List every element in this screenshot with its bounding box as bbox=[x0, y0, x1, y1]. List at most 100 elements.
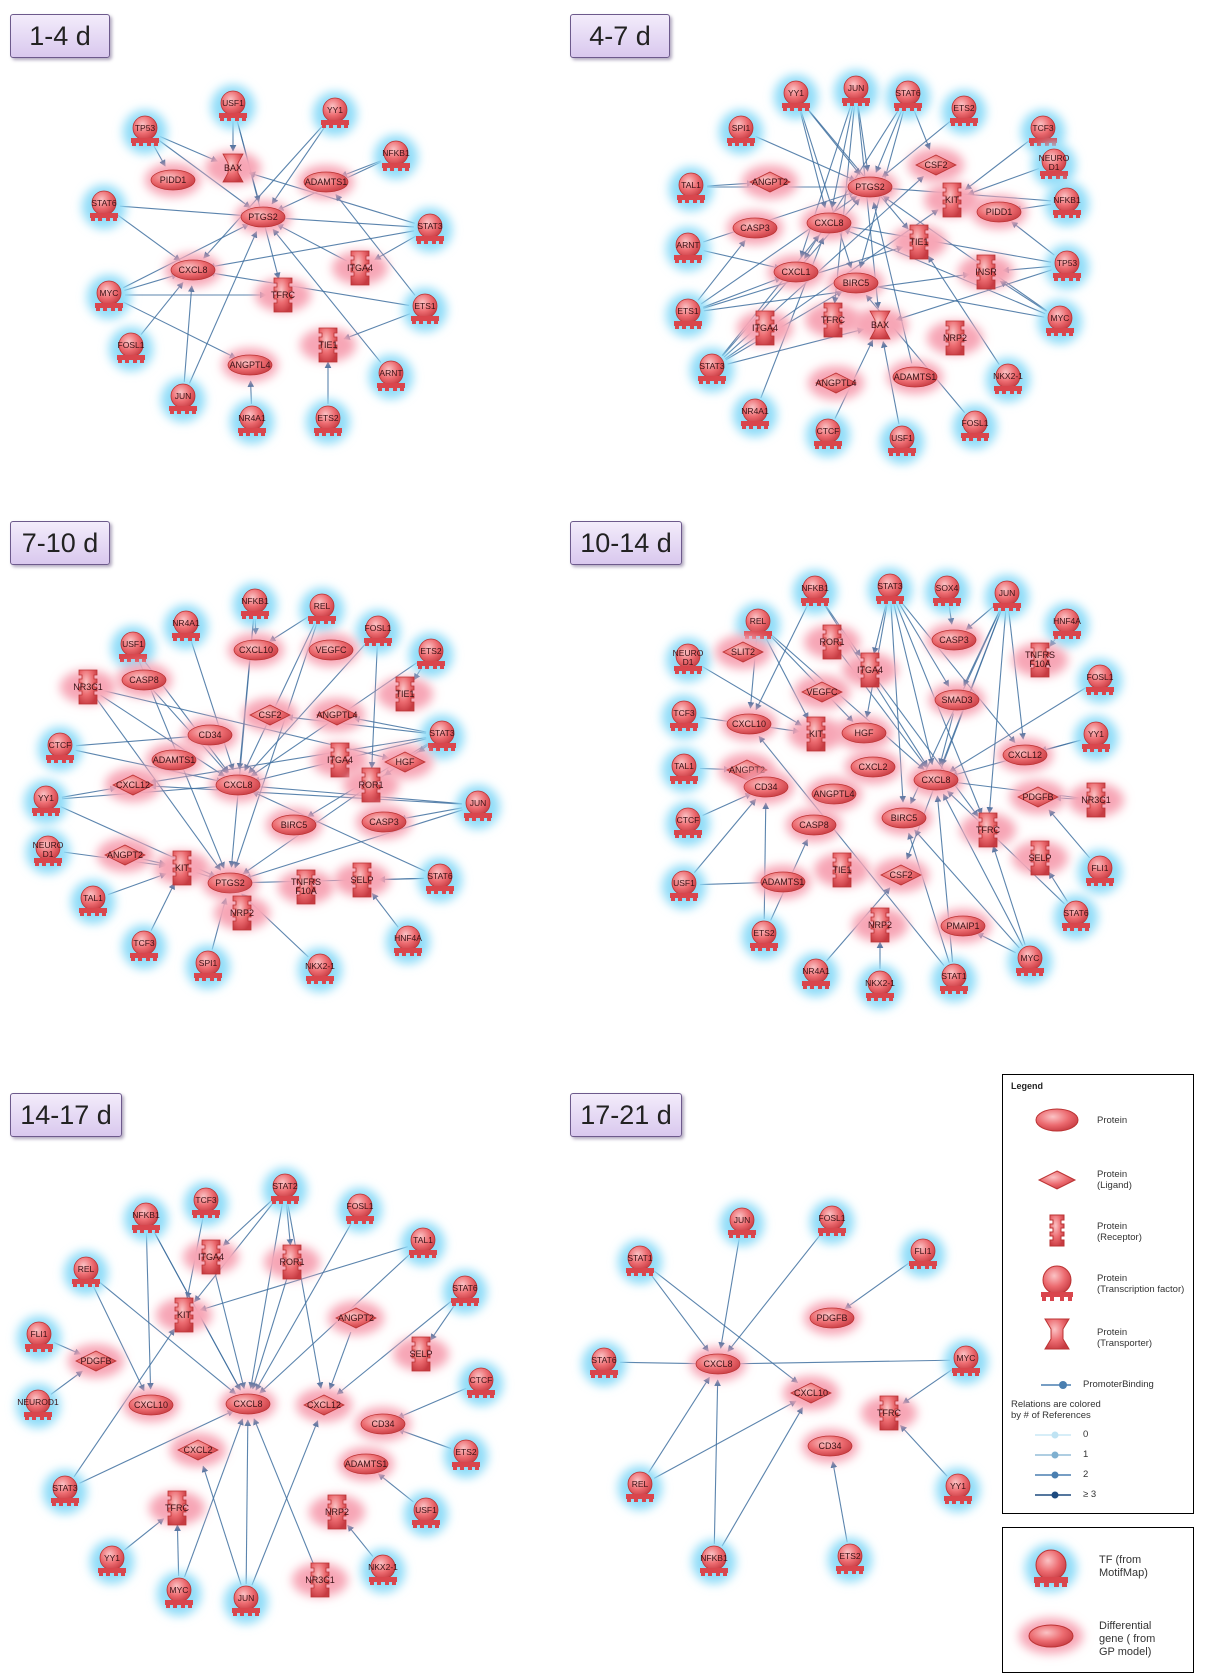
node-itga4[interactable]: ITGA4 bbox=[842, 652, 898, 688]
node-angptl4[interactable]: ANGPTL4 bbox=[806, 777, 862, 811]
node-csf2[interactable]: CSF2 bbox=[242, 698, 298, 732]
node-bax[interactable]: BAX bbox=[852, 308, 908, 342]
node-casp8[interactable]: CASP8 bbox=[786, 808, 842, 842]
node-jun[interactable]: JUN bbox=[834, 70, 878, 114]
node-nr4a1[interactable]: NR4A1 bbox=[733, 393, 777, 437]
node-adamts1[interactable]: ADAMTS1 bbox=[887, 360, 943, 394]
node-nkx2-1[interactable]: NKX2-1 bbox=[361, 1549, 405, 1593]
node-fosl1[interactable]: FOSL1 bbox=[810, 1200, 854, 1244]
node-nfkb1[interactable]: NFKB1 bbox=[692, 1540, 736, 1584]
node-yy1[interactable]: YY1 bbox=[774, 75, 818, 119]
node-selp[interactable]: SELP bbox=[1012, 840, 1068, 876]
node-birc5[interactable]: BIRC5 bbox=[876, 801, 932, 835]
node-stat3[interactable]: STAT3 bbox=[868, 568, 912, 612]
node-fosl1[interactable]: FOSL1 bbox=[338, 1188, 382, 1232]
node-cxcl10[interactable]: CXCL10 bbox=[783, 1376, 839, 1410]
node-stat1[interactable]: STAT1 bbox=[932, 958, 976, 1002]
node-tal1[interactable]: TAL1 bbox=[71, 880, 115, 924]
node-stat6[interactable]: STAT6 bbox=[582, 1342, 626, 1386]
node-cd34[interactable]: CD34 bbox=[738, 770, 794, 804]
node-ets1[interactable]: ETS1 bbox=[666, 293, 710, 337]
node-cxcl10[interactable]: CXCL10 bbox=[123, 1388, 179, 1422]
node-hgf[interactable]: HGF bbox=[836, 716, 892, 750]
node-casp8[interactable]: CASP8 bbox=[116, 663, 172, 697]
node-pmaip1[interactable]: PMAIP1 bbox=[935, 909, 991, 943]
node-pdgfb[interactable]: PDGFB bbox=[804, 1301, 860, 1335]
node-nr4a1[interactable]: NR4A1 bbox=[794, 953, 838, 997]
node-nkx2-1[interactable]: NKX2-1 bbox=[858, 965, 902, 1009]
node-vegfc[interactable]: VEGFC bbox=[794, 675, 850, 709]
node-nr4a1[interactable]: NR4A1 bbox=[230, 400, 274, 444]
node-jun[interactable]: JUN bbox=[456, 785, 500, 829]
node-adamts1[interactable]: ADAMTS1 bbox=[146, 743, 202, 777]
node-ets2[interactable]: ETS2 bbox=[409, 633, 453, 677]
node-angptl4[interactable]: ANGPTL4 bbox=[309, 698, 365, 732]
node-itga4[interactable]: ITGA4 bbox=[332, 250, 388, 286]
node-yy1[interactable]: YY1 bbox=[1074, 716, 1118, 760]
node-cxcl8[interactable]: CXCL8 bbox=[220, 1387, 276, 1421]
node-nfkb1[interactable]: NFKB1 bbox=[793, 570, 837, 614]
node-stat3[interactable]: STAT3 bbox=[690, 348, 734, 392]
node-kit[interactable]: KIT bbox=[924, 182, 980, 218]
node-tie1[interactable]: TIE1 bbox=[300, 327, 356, 363]
node-tie1[interactable]: TIE1 bbox=[814, 852, 870, 888]
node-stat3[interactable]: STAT3 bbox=[43, 1470, 87, 1514]
node-tal1[interactable]: TAL1 bbox=[401, 1222, 445, 1266]
node-selp[interactable]: SELP bbox=[334, 862, 390, 898]
node-tie1[interactable]: TIE1 bbox=[377, 676, 433, 712]
node-nrp2[interactable]: NRP2 bbox=[927, 320, 983, 356]
node-stat3[interactable]: STAT3 bbox=[420, 715, 464, 759]
node-casp3[interactable]: CASP3 bbox=[356, 805, 412, 839]
node-stat6[interactable]: STAT6 bbox=[82, 185, 126, 229]
node-angpt2[interactable]: ANGPT2 bbox=[97, 838, 153, 872]
node-rel[interactable]: REL bbox=[64, 1251, 108, 1295]
node-neuro-d1[interactable]: NEUROD1 bbox=[26, 830, 70, 874]
node-fosl1[interactable]: FOSL1 bbox=[1078, 659, 1122, 703]
node-tal1[interactable]: TAL1 bbox=[662, 748, 706, 792]
node-stat6[interactable]: STAT6 bbox=[443, 1270, 487, 1314]
node-ets2[interactable]: ETS2 bbox=[742, 915, 786, 959]
node-spi1[interactable]: SPI1 bbox=[186, 945, 230, 989]
node-itga4[interactable]: ITGA4 bbox=[737, 310, 793, 346]
node-csf2[interactable]: CSF2 bbox=[908, 148, 964, 182]
node-ptgs2[interactable]: PTGS2 bbox=[202, 866, 258, 900]
node-rel[interactable]: REL bbox=[618, 1466, 662, 1510]
node-angptl4[interactable]: ANGPTL4 bbox=[808, 366, 864, 400]
node-ets2[interactable]: ETS2 bbox=[828, 1538, 872, 1582]
node-casp3[interactable]: CASP3 bbox=[926, 623, 982, 657]
node-ror1[interactable]: ROR1 bbox=[343, 767, 399, 803]
node-nfkb1[interactable]: NFKB1 bbox=[124, 1197, 168, 1241]
node-stat6[interactable]: STAT6 bbox=[886, 75, 930, 119]
node-bax[interactable]: BAX bbox=[205, 151, 261, 185]
node-cxcl1[interactable]: CXCL1 bbox=[768, 255, 824, 289]
node-usf1[interactable]: USF1 bbox=[880, 420, 924, 464]
node-pdgfb[interactable]: PDGFB bbox=[68, 1344, 124, 1378]
node-selp[interactable]: SELP bbox=[393, 1336, 449, 1372]
node-adamts1[interactable]: ADAMTS1 bbox=[338, 1447, 394, 1481]
node-tal1[interactable]: TAL1 bbox=[669, 167, 713, 211]
node-angpt2[interactable]: ANGPT2 bbox=[742, 165, 798, 199]
node-tfrc[interactable]: TFRC bbox=[805, 302, 861, 338]
node-tcf3[interactable]: TCF3 bbox=[122, 925, 166, 969]
node-arnt[interactable]: ARNT bbox=[666, 227, 710, 271]
node-neuro-d1[interactable]: NEUROD1 bbox=[666, 638, 710, 682]
node-slit2[interactable]: SLIT2 bbox=[715, 635, 771, 669]
node-angptl4[interactable]: ANGPTL4 bbox=[222, 348, 278, 382]
node-arnt[interactable]: ARNT bbox=[369, 355, 413, 399]
node-ctcf[interactable]: CTCF bbox=[806, 413, 850, 457]
node-fli1[interactable]: FLI1 bbox=[901, 1233, 945, 1277]
node-neurod1[interactable]: NEUROD1 bbox=[16, 1384, 60, 1428]
node-cxcl10[interactable]: CXCL10 bbox=[721, 707, 777, 741]
node-rel[interactable]: REL bbox=[300, 588, 344, 632]
node-tfrc[interactable]: TFRC bbox=[149, 1490, 205, 1526]
node-pidd1[interactable]: PIDD1 bbox=[971, 195, 1027, 229]
node-nfkb1[interactable]: NFKB1 bbox=[233, 583, 277, 627]
node-pidd1[interactable]: PIDD1 bbox=[145, 163, 201, 197]
node-fosl1[interactable]: FOSL1 bbox=[953, 405, 997, 449]
node-stat1[interactable]: STAT1 bbox=[618, 1240, 662, 1284]
node-fosl1[interactable]: FOSL1 bbox=[356, 610, 400, 654]
node-insr[interactable]: INSR bbox=[958, 254, 1014, 290]
node-cxcl12[interactable]: CXCL12 bbox=[997, 738, 1053, 772]
node-cxcl12[interactable]: CXCL12 bbox=[296, 1388, 352, 1422]
